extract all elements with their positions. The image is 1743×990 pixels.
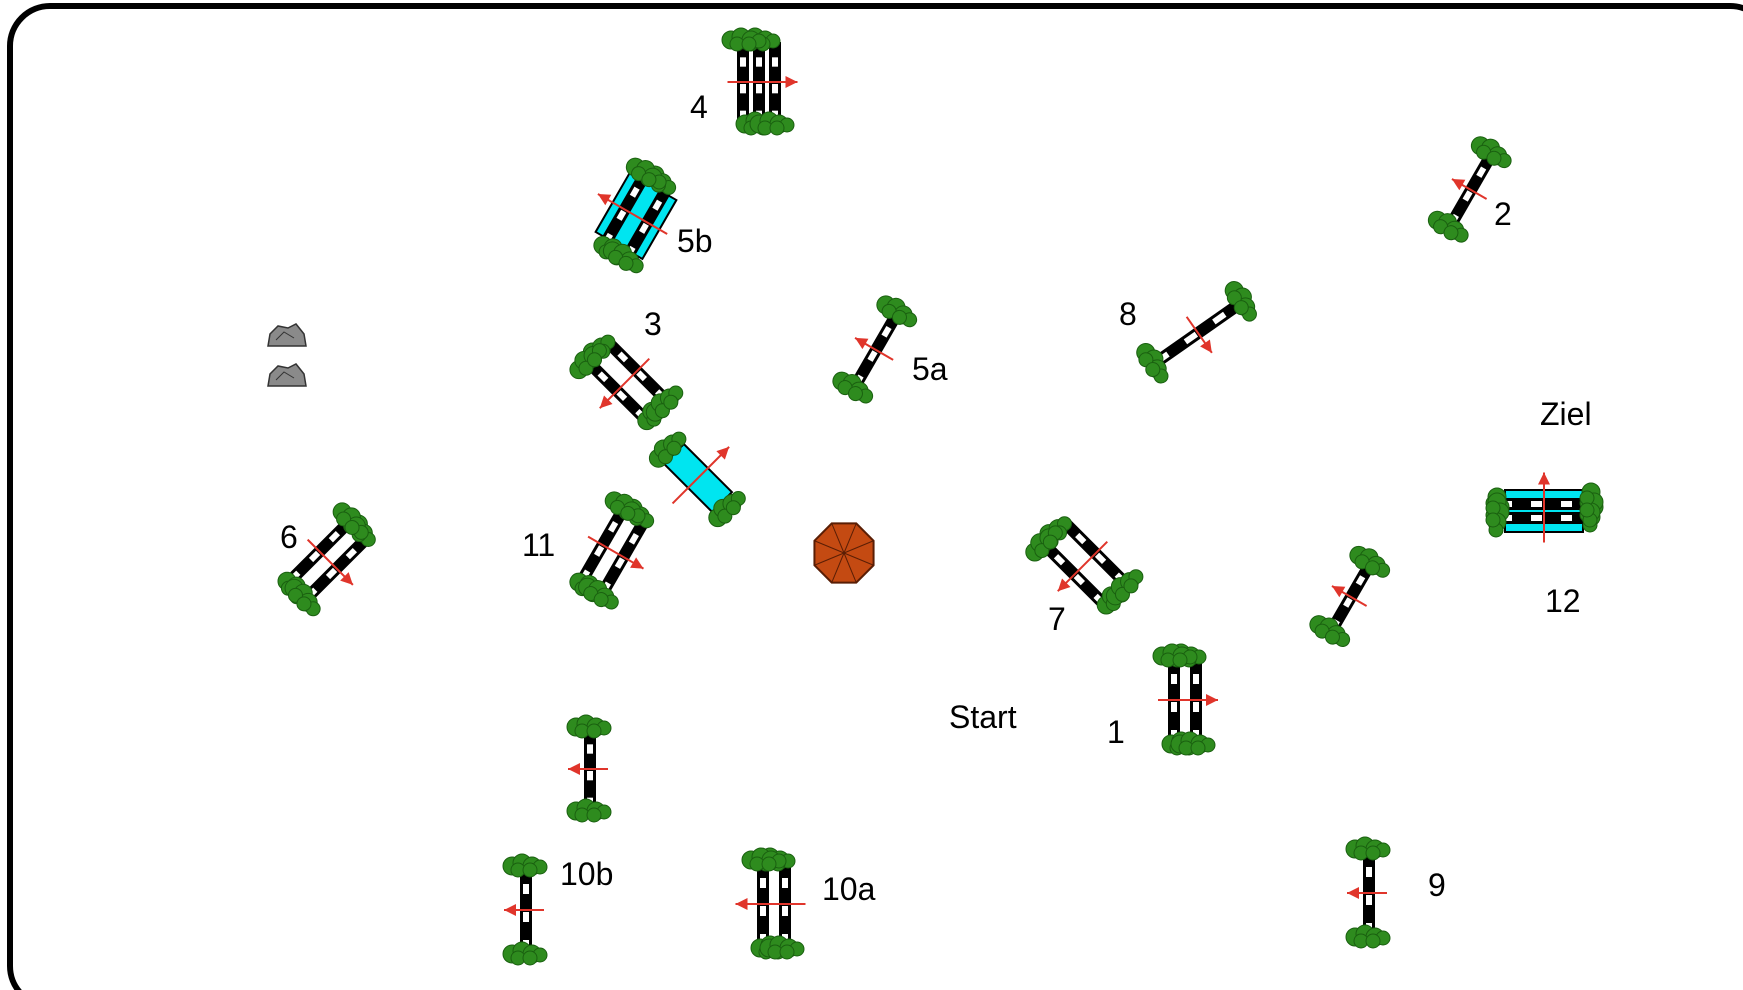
direction-arrow-icon <box>1451 178 1488 200</box>
obstacle-unnumbered-vertical-right <box>1309 545 1391 648</box>
bush-icon <box>569 343 607 380</box>
bush-icon <box>502 853 548 878</box>
label-6: 6 <box>280 519 298 555</box>
obstacle-11 <box>569 491 655 610</box>
bush-icon <box>578 577 619 610</box>
bush-icon <box>602 241 644 274</box>
arena-border <box>7 3 1743 990</box>
direction-arrow-icon <box>1331 585 1368 607</box>
bush-icon <box>1025 525 1063 562</box>
label-10b: 10b <box>560 856 613 892</box>
umbrella-icon <box>813 522 875 584</box>
bush-icon <box>1345 836 1391 861</box>
bush-icon <box>1579 482 1604 528</box>
obstacle-10b <box>502 853 548 966</box>
bush-icon <box>1427 210 1469 243</box>
bush-icon <box>502 941 548 966</box>
bush-icon <box>1224 281 1257 322</box>
bush-icon <box>648 431 687 468</box>
obstacle-10a <box>735 847 806 960</box>
label-11: 11 <box>522 527 555 563</box>
rock-icon <box>267 323 307 387</box>
bush-icon <box>645 385 684 422</box>
bush-icon <box>708 491 746 528</box>
obstacle-8 <box>1136 281 1257 384</box>
bush-icon <box>759 935 805 960</box>
label-1: 1 <box>1107 714 1125 750</box>
bush-icon <box>604 491 646 524</box>
obstacle-unnumbered-vertical-left <box>566 714 612 823</box>
label-7: 7 <box>1048 601 1066 637</box>
obstacle-5a <box>832 295 918 404</box>
bush-icon <box>1309 615 1351 648</box>
label-3: 3 <box>644 306 662 342</box>
bush-icon <box>1485 492 1510 538</box>
bush-icon <box>625 157 667 190</box>
bush-icon <box>1170 731 1216 756</box>
bush-icon <box>1470 136 1512 169</box>
bush-icon <box>741 847 787 872</box>
obstacle-3 <box>569 334 684 431</box>
direction-arrow-icon <box>1158 694 1218 706</box>
label-ziel: Ziel <box>1540 396 1592 432</box>
obstacles-layer <box>277 27 1604 966</box>
bush-icon <box>1152 643 1198 668</box>
label-8: 8 <box>1119 296 1137 332</box>
bush-icon <box>284 578 321 617</box>
label-start: Start <box>949 699 1017 735</box>
bush-icon <box>1136 343 1169 384</box>
direction-arrow-icon <box>727 76 798 88</box>
label-12: 12 <box>1545 583 1581 619</box>
obstacle-5b <box>593 157 678 274</box>
obstacle-1 <box>1152 643 1218 756</box>
bush-icon <box>721 27 767 52</box>
label-5a: 5a <box>912 351 948 387</box>
direction-arrow-icon <box>1185 316 1213 354</box>
bush-icon <box>876 295 918 328</box>
obstacle-6 <box>277 502 376 617</box>
bush-icon <box>832 371 874 404</box>
obstacle-2 <box>1427 136 1512 243</box>
direction-arrow-icon <box>735 898 806 910</box>
direction-arrow-icon <box>568 763 608 775</box>
bush-icon <box>1105 569 1144 606</box>
label-10a: 10a <box>822 871 876 907</box>
bush-icon <box>749 111 795 136</box>
obstacle-9 <box>1345 836 1391 949</box>
bush-icon <box>1345 924 1391 949</box>
direction-arrow-icon <box>504 904 544 916</box>
obstacle-12 <box>1485 472 1604 543</box>
label-9: 9 <box>1428 867 1446 903</box>
label-5b: 5b <box>677 223 713 259</box>
direction-arrow-icon <box>587 535 644 570</box>
direction-arrow-icon <box>854 337 894 361</box>
obstacle-4 <box>721 27 798 136</box>
obstacle-7 <box>1025 516 1144 615</box>
direction-arrow-icon <box>597 193 668 235</box>
bush-icon <box>1349 545 1391 578</box>
bush-icon <box>332 502 369 540</box>
label-4: 4 <box>690 89 708 125</box>
bush-icon <box>566 798 612 823</box>
bush-icon <box>566 714 612 739</box>
direction-arrow-icon <box>1347 887 1387 899</box>
direction-arrow-icon <box>599 358 650 409</box>
direction-arrow-icon <box>1538 472 1550 543</box>
label-2: 2 <box>1494 196 1512 232</box>
